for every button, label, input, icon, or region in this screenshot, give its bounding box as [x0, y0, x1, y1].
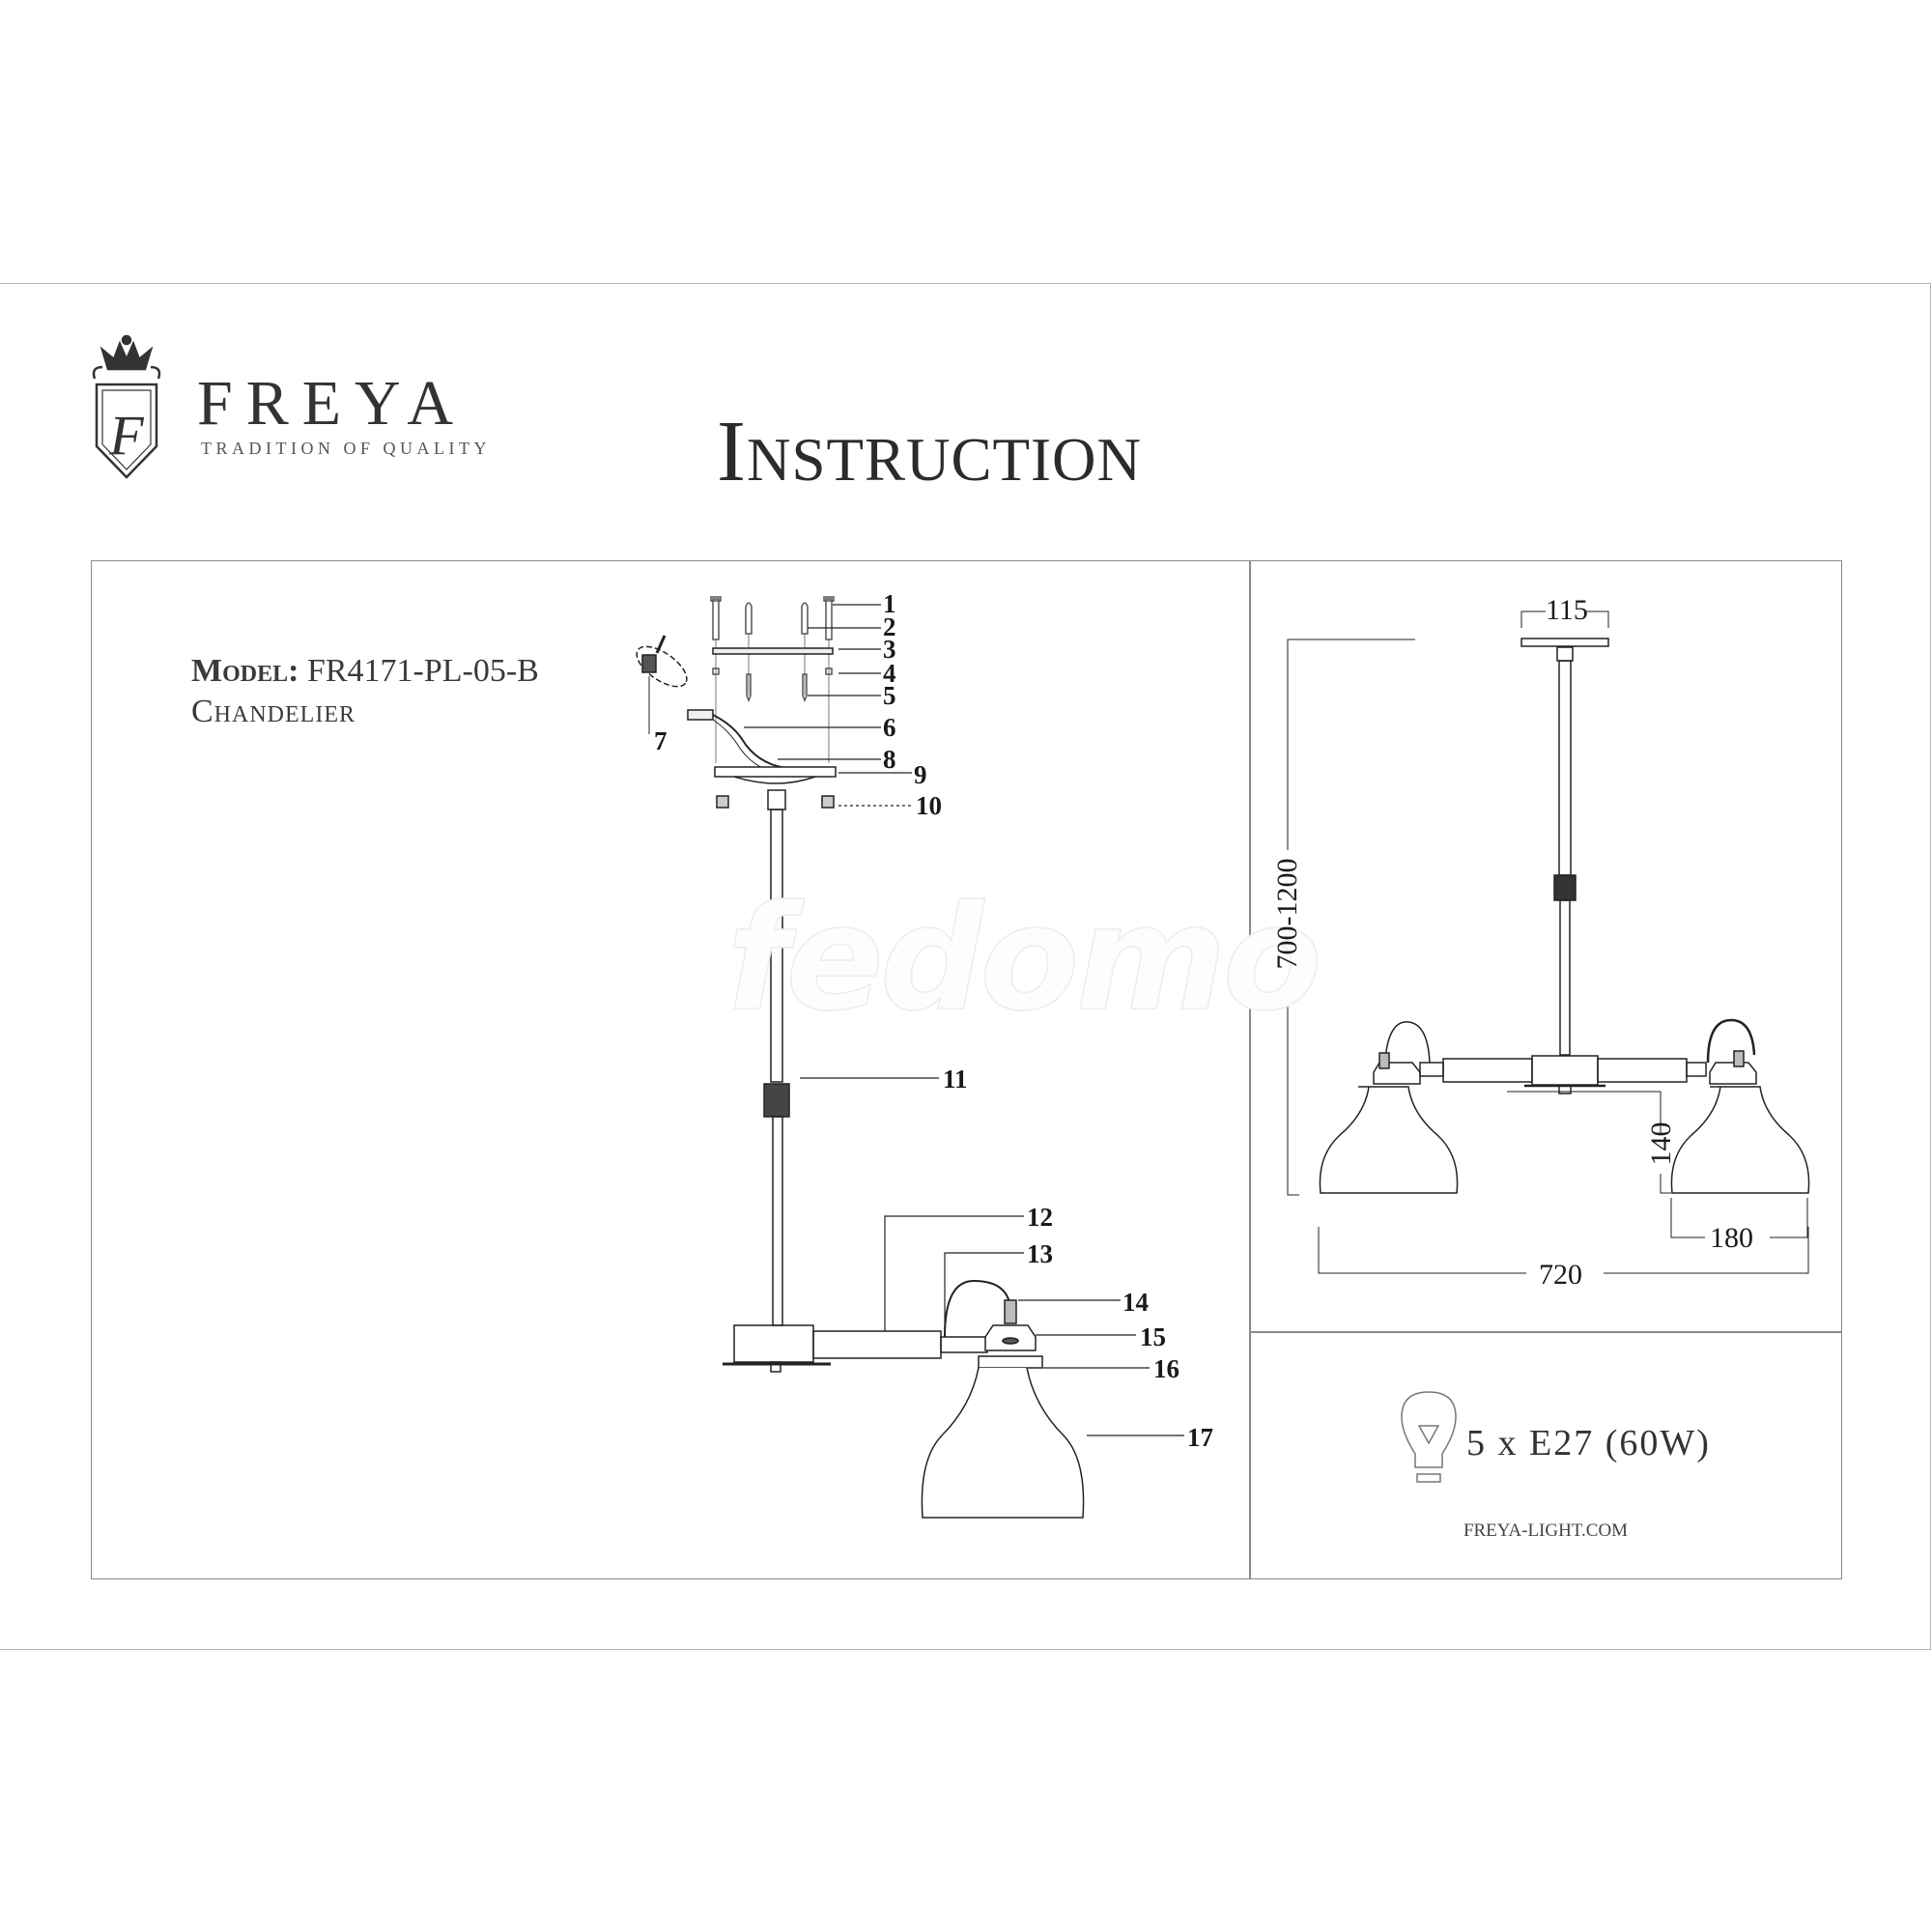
dim-canopy-width: 115 — [1546, 594, 1588, 626]
part-label: 16 — [1153, 1354, 1179, 1383]
model-number: FR4171-PL-05-B — [306, 653, 539, 689]
vertical-divider — [1249, 560, 1251, 1579]
light-bulb-icon — [1401, 1391, 1457, 1483]
canopy — [714, 766, 837, 778]
product-type: Chandelier — [191, 694, 355, 729]
brand-tagline: TRADITION OF QUALITY — [201, 439, 491, 458]
exploded-parts-diagram — [636, 596, 1184, 1519]
horizontal-divider — [1249, 1331, 1841, 1333]
part-label: 2 — [883, 612, 896, 641]
hub — [733, 1324, 814, 1363]
part-label: 3 — [883, 635, 896, 664]
part-label: 15 — [1140, 1322, 1166, 1351]
stem-rod — [770, 809, 783, 1083]
leader-lines — [744, 604, 1184, 1436]
page-frame — [0, 283, 1931, 1650]
dim-height-range: 700-1200 — [1271, 858, 1303, 970]
watermark: fedomo — [725, 875, 1322, 1043]
dim-shade-height: 140 — [1645, 1122, 1677, 1166]
dimension-lines — [1287, 611, 1809, 1274]
screws — [710, 596, 835, 763]
part-label: 12 — [1027, 1203, 1053, 1232]
terminal-block — [636, 645, 688, 688]
dimension-diagram — [1287, 611, 1810, 1483]
hub — [1531, 1055, 1599, 1086]
right-shade — [1670, 1086, 1810, 1194]
part-label: 1 — [883, 589, 896, 618]
part-label: 11 — [943, 1065, 968, 1094]
part-label: 14 — [1122, 1288, 1149, 1317]
part-label: 8 — [883, 745, 896, 774]
dim-shade-width: 180 — [1710, 1222, 1753, 1254]
part-label: 5 — [883, 681, 896, 710]
model-label: Model: — [191, 653, 299, 689]
mounting-bracket — [712, 647, 834, 655]
dim-total-width: 720 — [1539, 1259, 1582, 1291]
content-frame — [91, 560, 1842, 1579]
website: FREYA-LIGHT.COM — [1463, 1520, 1629, 1541]
freya-logo-shield-icon: F — [92, 334, 161, 479]
bulb-spec: 5 x E27 (60W) — [1466, 1423, 1711, 1463]
part-label: 13 — [1027, 1239, 1053, 1268]
part-label: 17 — [1187, 1423, 1213, 1452]
page-title: Instruction — [717, 404, 1142, 499]
stem-coupler — [1553, 874, 1577, 901]
part-label: 4 — [883, 659, 896, 688]
stem-coupler — [763, 1083, 790, 1118]
left-shade — [1319, 1086, 1459, 1194]
part-label: 9 — [914, 760, 927, 789]
brand-name: FREYA — [197, 368, 468, 439]
canopy — [1520, 638, 1609, 647]
model-line: Model: FR4171-PL-05-B — [191, 653, 539, 690]
part-label: 10 — [916, 791, 942, 820]
stem-rod — [1558, 660, 1572, 876]
arm — [812, 1330, 942, 1359]
svg-text:F: F — [108, 404, 144, 467]
part-label: 7 — [654, 726, 668, 755]
part-label: 6 — [883, 713, 896, 742]
glass-shade — [921, 1367, 1085, 1519]
